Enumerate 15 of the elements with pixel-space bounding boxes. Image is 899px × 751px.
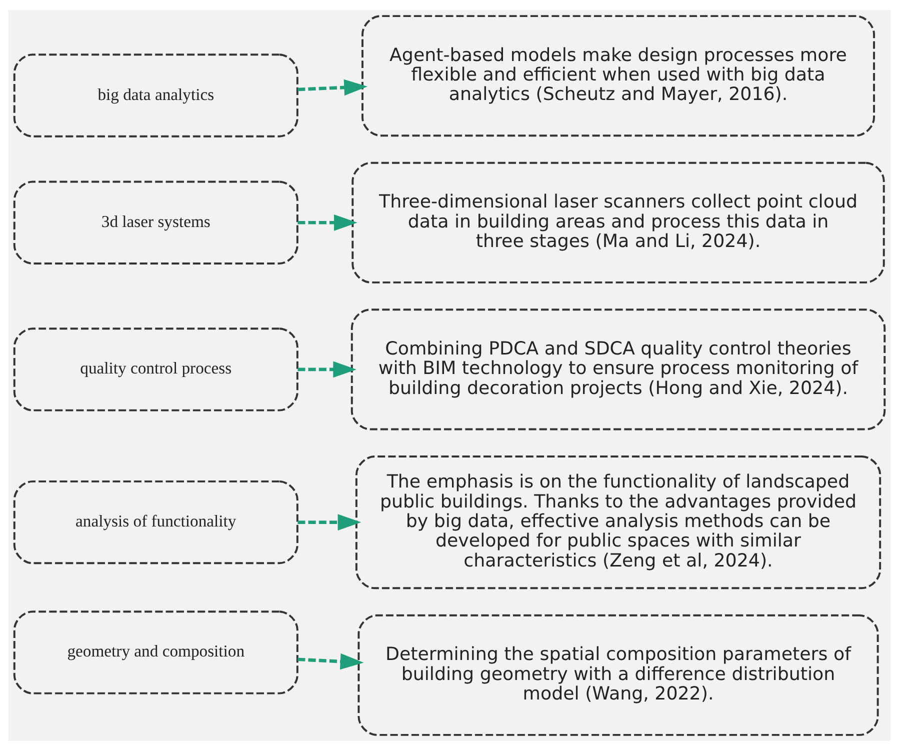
arrow bbox=[298, 79, 368, 96]
node-box: analysis of functionality bbox=[13, 480, 298, 564]
node-box: Determining the spatial composition parameters of building geometry with a difference distribution model (Wang, 2022). bbox=[358, 614, 879, 736]
node-box: Combining PDCA and SDCA quality control theories with BIM technology to ensure process monitoring of building decoration projects (Hong and Xie, 2024). bbox=[350, 308, 886, 430]
node-box: 3d laser systems bbox=[13, 180, 298, 264]
node-box: Three-dimensional laser scanners collect point cloud data in building areas and process this data in three stages (Ma and Li, 2024). bbox=[352, 162, 885, 284]
node-box: The emphasis is on the functionality of landscaped public buildings. Thanks to the advantages provided by big data, effective analysis methods can be developed for public spaces with similar characteristics (Zeng et al, 2024). bbox=[355, 455, 882, 590]
arrow bbox=[298, 214, 358, 231]
arrow bbox=[298, 653, 364, 670]
arrow bbox=[298, 514, 362, 530]
node-box: Agent-based models make design processes more flexible and efficient when used with big data analytics (Scheutz and Mayer, 2016). bbox=[362, 15, 875, 137]
node-box: big data analytics bbox=[13, 54, 298, 138]
node-box: quality control process bbox=[13, 328, 298, 412]
arrow bbox=[298, 361, 357, 378]
node-box: geometry and composition bbox=[13, 610, 298, 694]
